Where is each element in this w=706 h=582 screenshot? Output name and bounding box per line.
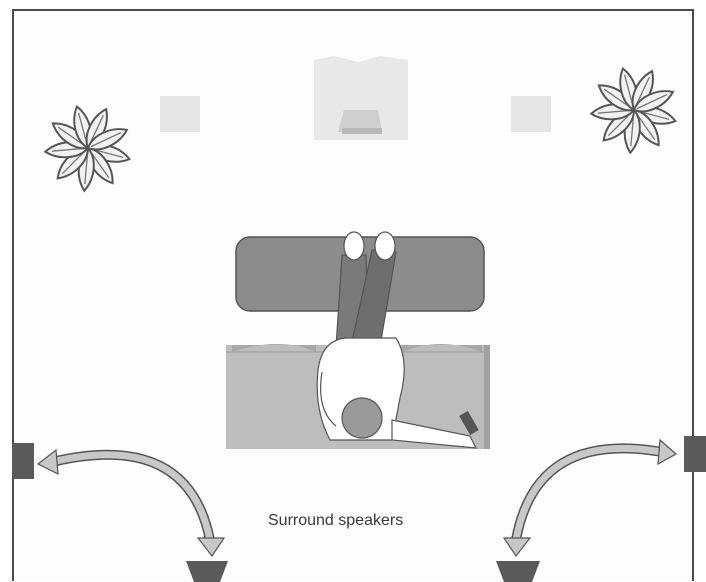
front-speaker-left-icon xyxy=(160,96,200,132)
surround-speaker-rear-left-icon xyxy=(186,561,228,582)
surround-speaker-rear-right-icon xyxy=(496,561,540,582)
surround-speaker-left-icon xyxy=(12,443,34,479)
surround-speaker-right-icon xyxy=(684,436,706,472)
person-figure xyxy=(316,231,479,449)
plant-icon-right xyxy=(591,67,678,154)
plant-icon-left xyxy=(45,105,132,192)
surround-speakers-caption: Surround speakers xyxy=(268,512,404,529)
tv-icon xyxy=(314,56,408,140)
double-arrow-icon-right xyxy=(502,438,678,558)
double-arrow-icon-left xyxy=(36,448,226,558)
front-speaker-right-icon xyxy=(511,96,551,132)
